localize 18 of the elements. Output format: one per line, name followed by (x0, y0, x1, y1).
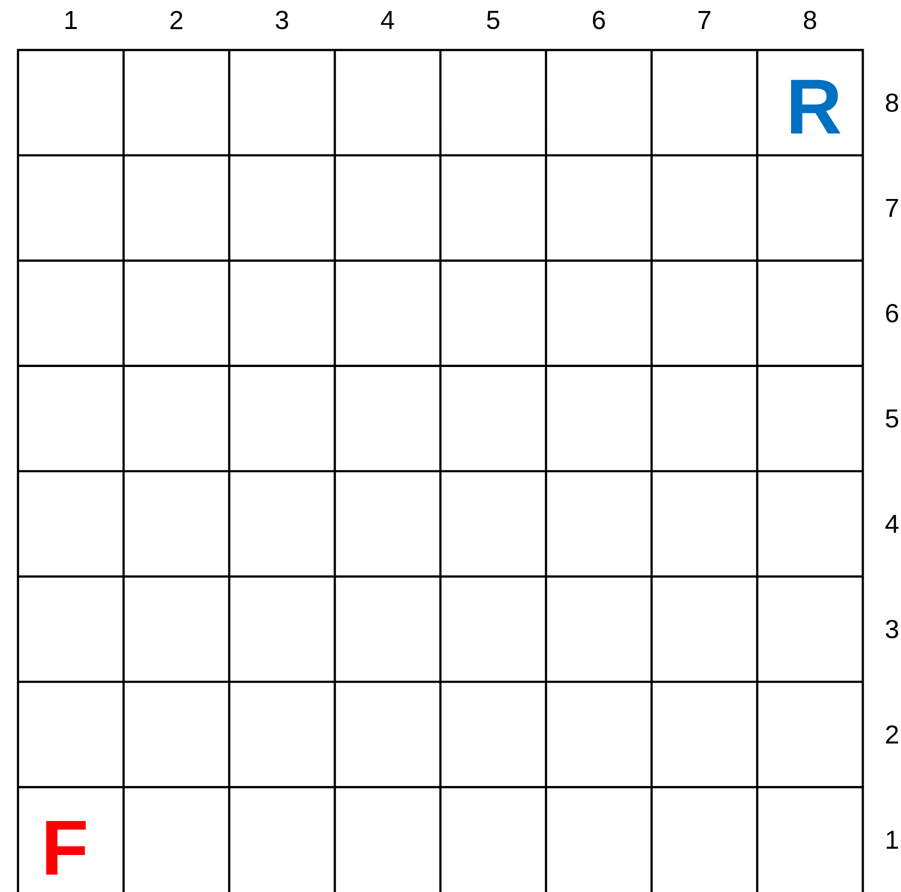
column-number: 5 (487, 10, 500, 30)
row-number: 4 (885, 514, 898, 533)
column-number: 6 (592, 10, 605, 30)
row-number: 6 (886, 304, 898, 322)
column-number: 3 (276, 10, 288, 30)
row-number: 1 (886, 830, 898, 849)
row-number: 7 (886, 198, 898, 217)
row-number: 8 (886, 94, 898, 112)
column-number: 7 (698, 11, 710, 29)
column-number: 2 (170, 10, 182, 30)
column-number: 1 (66, 11, 77, 29)
board-letter: R (791, 80, 841, 134)
board-letter: F (46, 821, 86, 875)
row-number: 2 (886, 725, 898, 744)
column-number: 4 (380, 11, 394, 29)
row-number: 3 (886, 620, 898, 638)
column-number: 8 (804, 10, 816, 30)
row-number: 5 (886, 410, 898, 428)
